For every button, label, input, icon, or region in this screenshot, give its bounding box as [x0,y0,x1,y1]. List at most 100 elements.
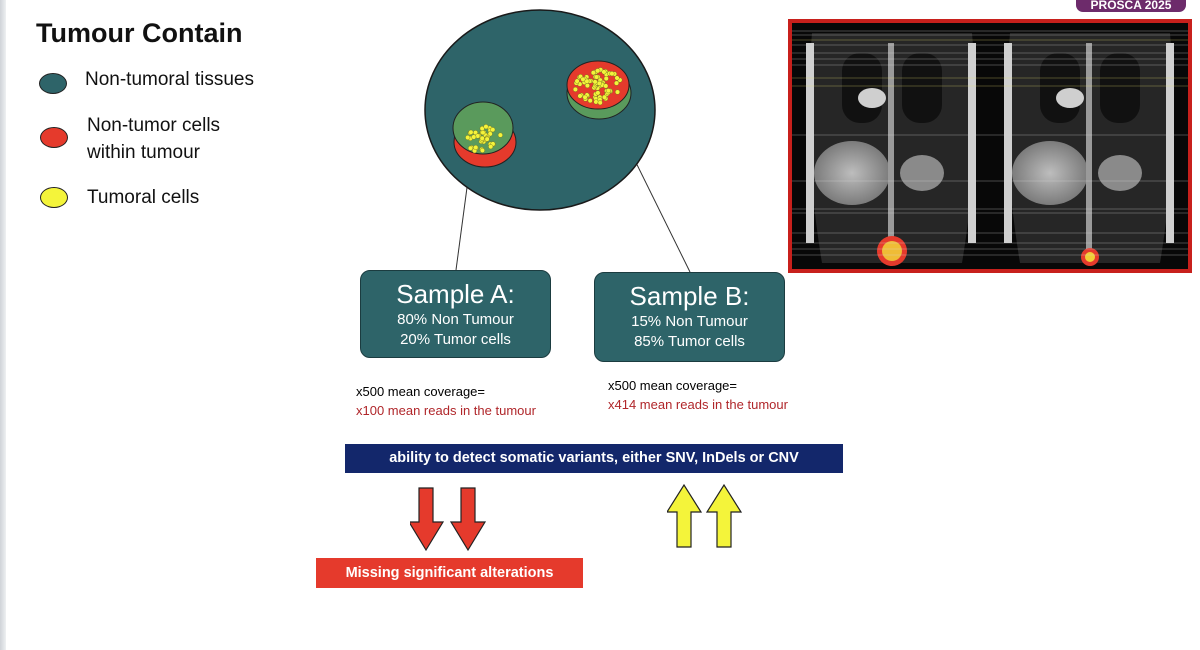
ct-panel-left [806,33,976,266]
tumour-cell [584,78,590,84]
tumour-cell [617,77,623,83]
tumour-cell [490,141,496,147]
tumour-cell [584,92,590,98]
tumour-cell [611,71,617,77]
tumour-cell [479,135,485,141]
tumour-cell [479,126,485,132]
tumour-cell [480,130,486,136]
tumour-cell [603,76,609,82]
tumour-cell [584,83,590,89]
sample-b-tumour: 85% Tumor cells [634,333,745,350]
sample-a-tumour: 20% Tumor cells [400,331,511,348]
tumour-cell [598,83,604,89]
sample-a-box: Sample A: 80% Non Tumour 20% Tumor cells [360,270,551,358]
tumour-cell [578,74,584,80]
tumour-cell [603,71,609,77]
tumour-cell [488,144,494,150]
tumour-cell [601,69,607,75]
sample-a-title: Sample A: [396,279,515,309]
tumour-cell [590,70,596,76]
tumour-cell [596,80,602,86]
tumour-cell [484,135,490,141]
tumour-cell [600,80,606,86]
slide-edge [0,0,6,650]
tumour-cell [484,135,490,141]
tumour-cell [488,141,494,147]
tumour-cell [467,130,473,136]
tumour-cell [592,83,598,89]
tumour-cell [592,95,598,101]
tumour-cell [594,80,600,86]
legend-dot-tumoral-cells [40,187,68,208]
nodule-a-red [453,116,517,168]
tumour-cell [479,137,485,143]
legend-label-non-tumor-cells: Non-tumor cells within tumour [87,115,221,163]
tumour-cell [577,93,583,99]
tumour-cell [593,81,599,87]
ct-panel-right [1004,33,1174,266]
tumour-cell [573,80,579,86]
coverage-a-line2: x100 mean reads in the tumour [356,403,536,418]
tumour-cell [478,138,484,144]
tumour-cell [603,96,609,102]
coverage-a-line1: x500 mean coverage= [356,384,486,399]
tumour-cell [607,88,613,94]
tumour-cell [615,89,621,95]
connector-b [609,109,691,273]
tumour-cell [597,97,603,103]
tumour-cell [582,76,588,82]
tumour-cell [479,147,485,153]
tumour-cell [594,74,600,80]
tumour-cell [593,69,599,75]
tumour-cell [595,74,601,80]
tumour-cell [473,130,479,136]
tumour-cell [607,88,613,94]
tumour-cell [585,93,591,99]
tumour-cell [597,77,603,83]
tumour-cell [465,135,471,141]
tumour-cell [468,129,474,135]
tumour-cell [481,130,487,136]
tumour-cell [468,145,474,151]
tumour-cell [593,99,599,105]
missing-alterations-box: Missing significant alterations [316,558,583,588]
tumour-cell [580,76,586,82]
tumour-cell [587,98,593,104]
tumour-cell [581,79,587,85]
tumour-cell [605,90,611,96]
tumour-cell [595,68,601,74]
tumour-cell [572,86,578,92]
legend-label-tumoral-cells: Tumoral cells [87,187,200,208]
tumour-cell [479,146,485,152]
nodule-a-green [452,101,514,155]
tumour-cell [490,127,496,133]
red-down-arrow-icon [410,487,487,552]
tumour-cell [593,91,599,97]
sample-b-non-tumour: 15% Non Tumour [631,313,748,330]
tumour-cell [471,134,477,140]
tumour-cell [592,74,598,80]
tumour-cell [604,88,610,94]
tumour-cell [614,75,620,81]
yellow-up-arrow-icon [667,483,743,548]
coverage-b: x500 mean coverage= x414 mean reads in t… [608,376,788,414]
tumour-cell [582,96,588,102]
tumour-cell [603,83,609,89]
tumour-cell [479,137,485,143]
tumour-cell [598,67,604,73]
tumour-cell [584,74,590,80]
detection-banner: ability to detect somatic variants, eith… [345,444,843,473]
tumour-cell [595,85,601,91]
nodule-a-tumour-cells [465,124,503,154]
tumour-cell [483,124,489,130]
tumour-cell [483,132,489,138]
tumour-cell [578,92,584,98]
ct-scan-lines [792,30,1188,256]
nodule-b-red [566,60,630,110]
tumour-cell [487,131,493,137]
tumour-cell [476,133,482,139]
tumour-cell [607,70,613,76]
tumour-cell [603,69,609,75]
tumour-cell [487,127,493,133]
tumour-cell [601,94,607,100]
